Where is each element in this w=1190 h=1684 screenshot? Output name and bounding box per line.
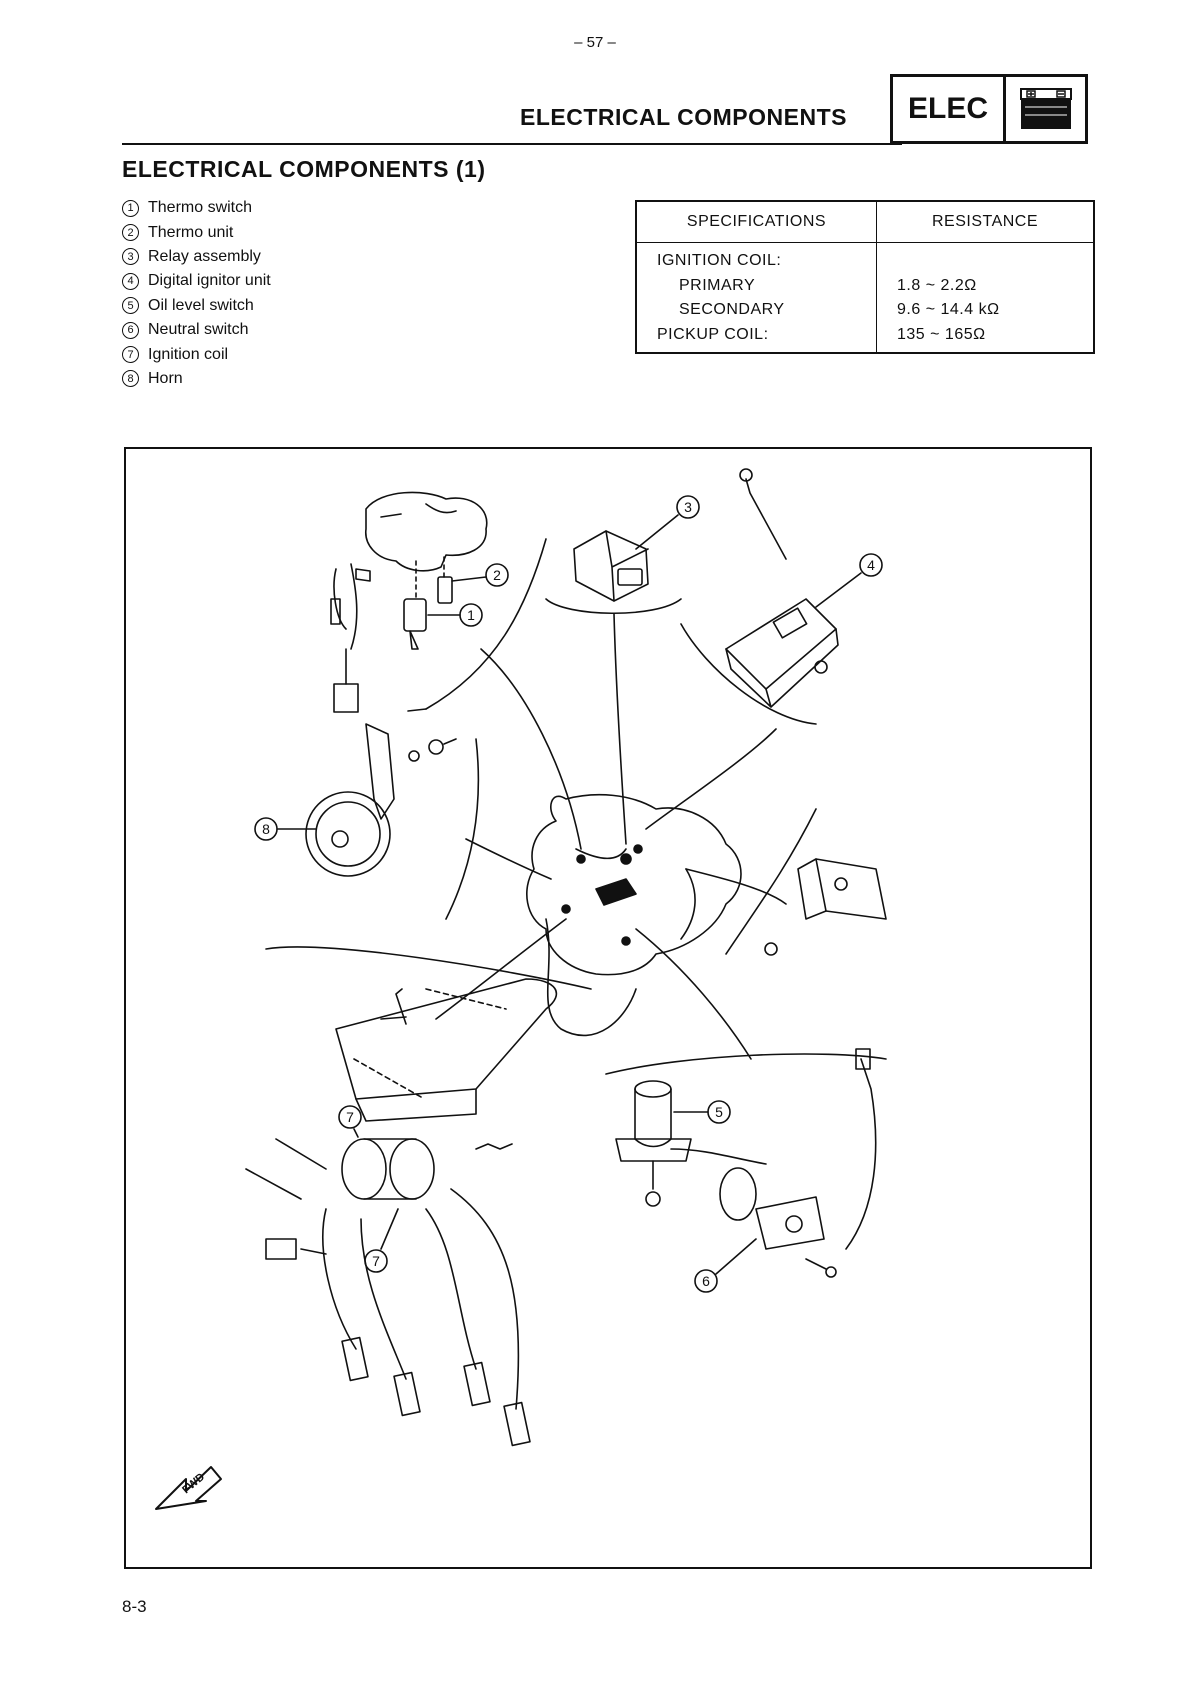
spec-cell: PICKUP COIL: (657, 325, 769, 343)
part-number: 4 (122, 272, 139, 290)
svg-text:8: 8 (262, 821, 270, 837)
part-number: 8 (122, 370, 139, 388)
spec-cell: PRIMARY (679, 276, 756, 294)
relay-assembly (545, 530, 682, 615)
fwd-arrow-icon: FWD (155, 1466, 222, 1510)
elec-badge-text: ELEC (893, 77, 1006, 141)
svg-text:6: 6 (702, 1273, 710, 1289)
callout-1: 1 (427, 603, 483, 627)
page-number: – 57 – (574, 34, 616, 51)
list-item: 3 Relay assembly (122, 245, 271, 269)
header-title: ELECTRICAL COMPONENTS (520, 104, 847, 130)
part-label: Relay assembly (148, 247, 261, 265)
callout-2: 2 (451, 563, 509, 587)
exploded-diagram: 1 2 3 4 5 6 7 (124, 447, 1092, 1569)
horn (305, 723, 480, 920)
spec-table-body: IGNITION COIL: PRIMARY SECONDARY PICKUP … (637, 243, 1093, 353)
part-number: 7 (122, 346, 139, 364)
part-number: 6 (122, 321, 139, 339)
callout-7: 7 (338, 1105, 362, 1138)
spec-column: IGNITION COIL: PRIMARY SECONDARY PICKUP … (637, 243, 877, 353)
list-item: 1 Thermo switch (122, 196, 271, 220)
svg-text:7: 7 (346, 1109, 354, 1125)
svg-text:3: 3 (684, 499, 692, 515)
callout-7: 7 (364, 1208, 399, 1273)
spec-header-resistance: RESISTANCE (931, 213, 1039, 230)
part-label: Thermo switch (148, 199, 253, 217)
list-item: 7 Ignition coil (122, 342, 271, 366)
part-number: 1 (122, 199, 139, 217)
spec-cell: SECONDARY (679, 301, 785, 319)
callout-8: 8 (254, 817, 317, 841)
resistance-cell (897, 249, 1093, 274)
engine-outline (526, 793, 742, 1037)
part-number: 2 (122, 224, 139, 242)
resistance-column: 1.8 ~ 2.2Ω 9.6 ~ 14.4 kΩ 135 ~ 165Ω (877, 243, 1093, 353)
list-item: 2 Thermo unit (122, 220, 271, 244)
resistance-cell: 135 ~ 165Ω (897, 325, 986, 343)
side-panel-part (725, 808, 887, 956)
elec-badge: ELEC (890, 74, 1088, 144)
part-label: Neutral switch (148, 321, 249, 339)
list-item: 6 Neutral switch (122, 318, 271, 342)
page-code: 8-3 (122, 1597, 147, 1616)
svg-text:1: 1 (467, 607, 475, 623)
spec-table-header: SPECIFICATIONS RESISTANCE (637, 202, 1093, 243)
list-item: 8 Horn (122, 367, 271, 391)
spec-cell: IGNITION COIL: (657, 252, 782, 270)
resistance-cell: 1.8 ~ 2.2Ω (897, 276, 977, 294)
thermo-group (330, 491, 547, 713)
svg-text:2: 2 (493, 567, 501, 583)
header-rule (122, 143, 902, 145)
list-item: 4 Digital ignitor unit (122, 269, 271, 293)
svg-text:5: 5 (715, 1104, 723, 1120)
callout-4: 4 (815, 553, 883, 608)
leader-lines (435, 613, 787, 1060)
section-title: ELECTRICAL COMPONENTS (1) (122, 156, 486, 182)
spec-header-specifications: SPECIFICATIONS (637, 202, 877, 242)
part-label: Oil level switch (148, 296, 254, 314)
part-label: Thermo unit (148, 223, 234, 241)
battery-icon (1006, 77, 1085, 141)
part-label: Digital ignitor unit (148, 272, 271, 290)
part-label: Horn (148, 369, 183, 387)
parts-list: 1 Thermo switch 2 Thermo unit 3 Relay assem… (122, 196, 271, 391)
callout-5: 5 (673, 1100, 731, 1124)
ignitor-unit (680, 468, 839, 725)
resistance-cell: 9.6 ~ 14.4 kΩ (897, 301, 1000, 319)
callout-3: 3 (635, 495, 700, 550)
part-number: 5 (122, 297, 139, 315)
ignition-coil-group (245, 946, 592, 1447)
oil-neutral-switch-group (605, 1048, 887, 1278)
callout-6: 6 (694, 1238, 757, 1293)
part-label: Ignition coil (148, 345, 229, 363)
part-number: 3 (122, 248, 139, 266)
svg-text:7: 7 (372, 1253, 380, 1269)
spec-table: SPECIFICATIONS RESISTANCE IGNITION COIL:… (635, 200, 1095, 354)
svg-text:4: 4 (867, 557, 875, 573)
list-item: 5 Oil level switch (122, 294, 271, 318)
